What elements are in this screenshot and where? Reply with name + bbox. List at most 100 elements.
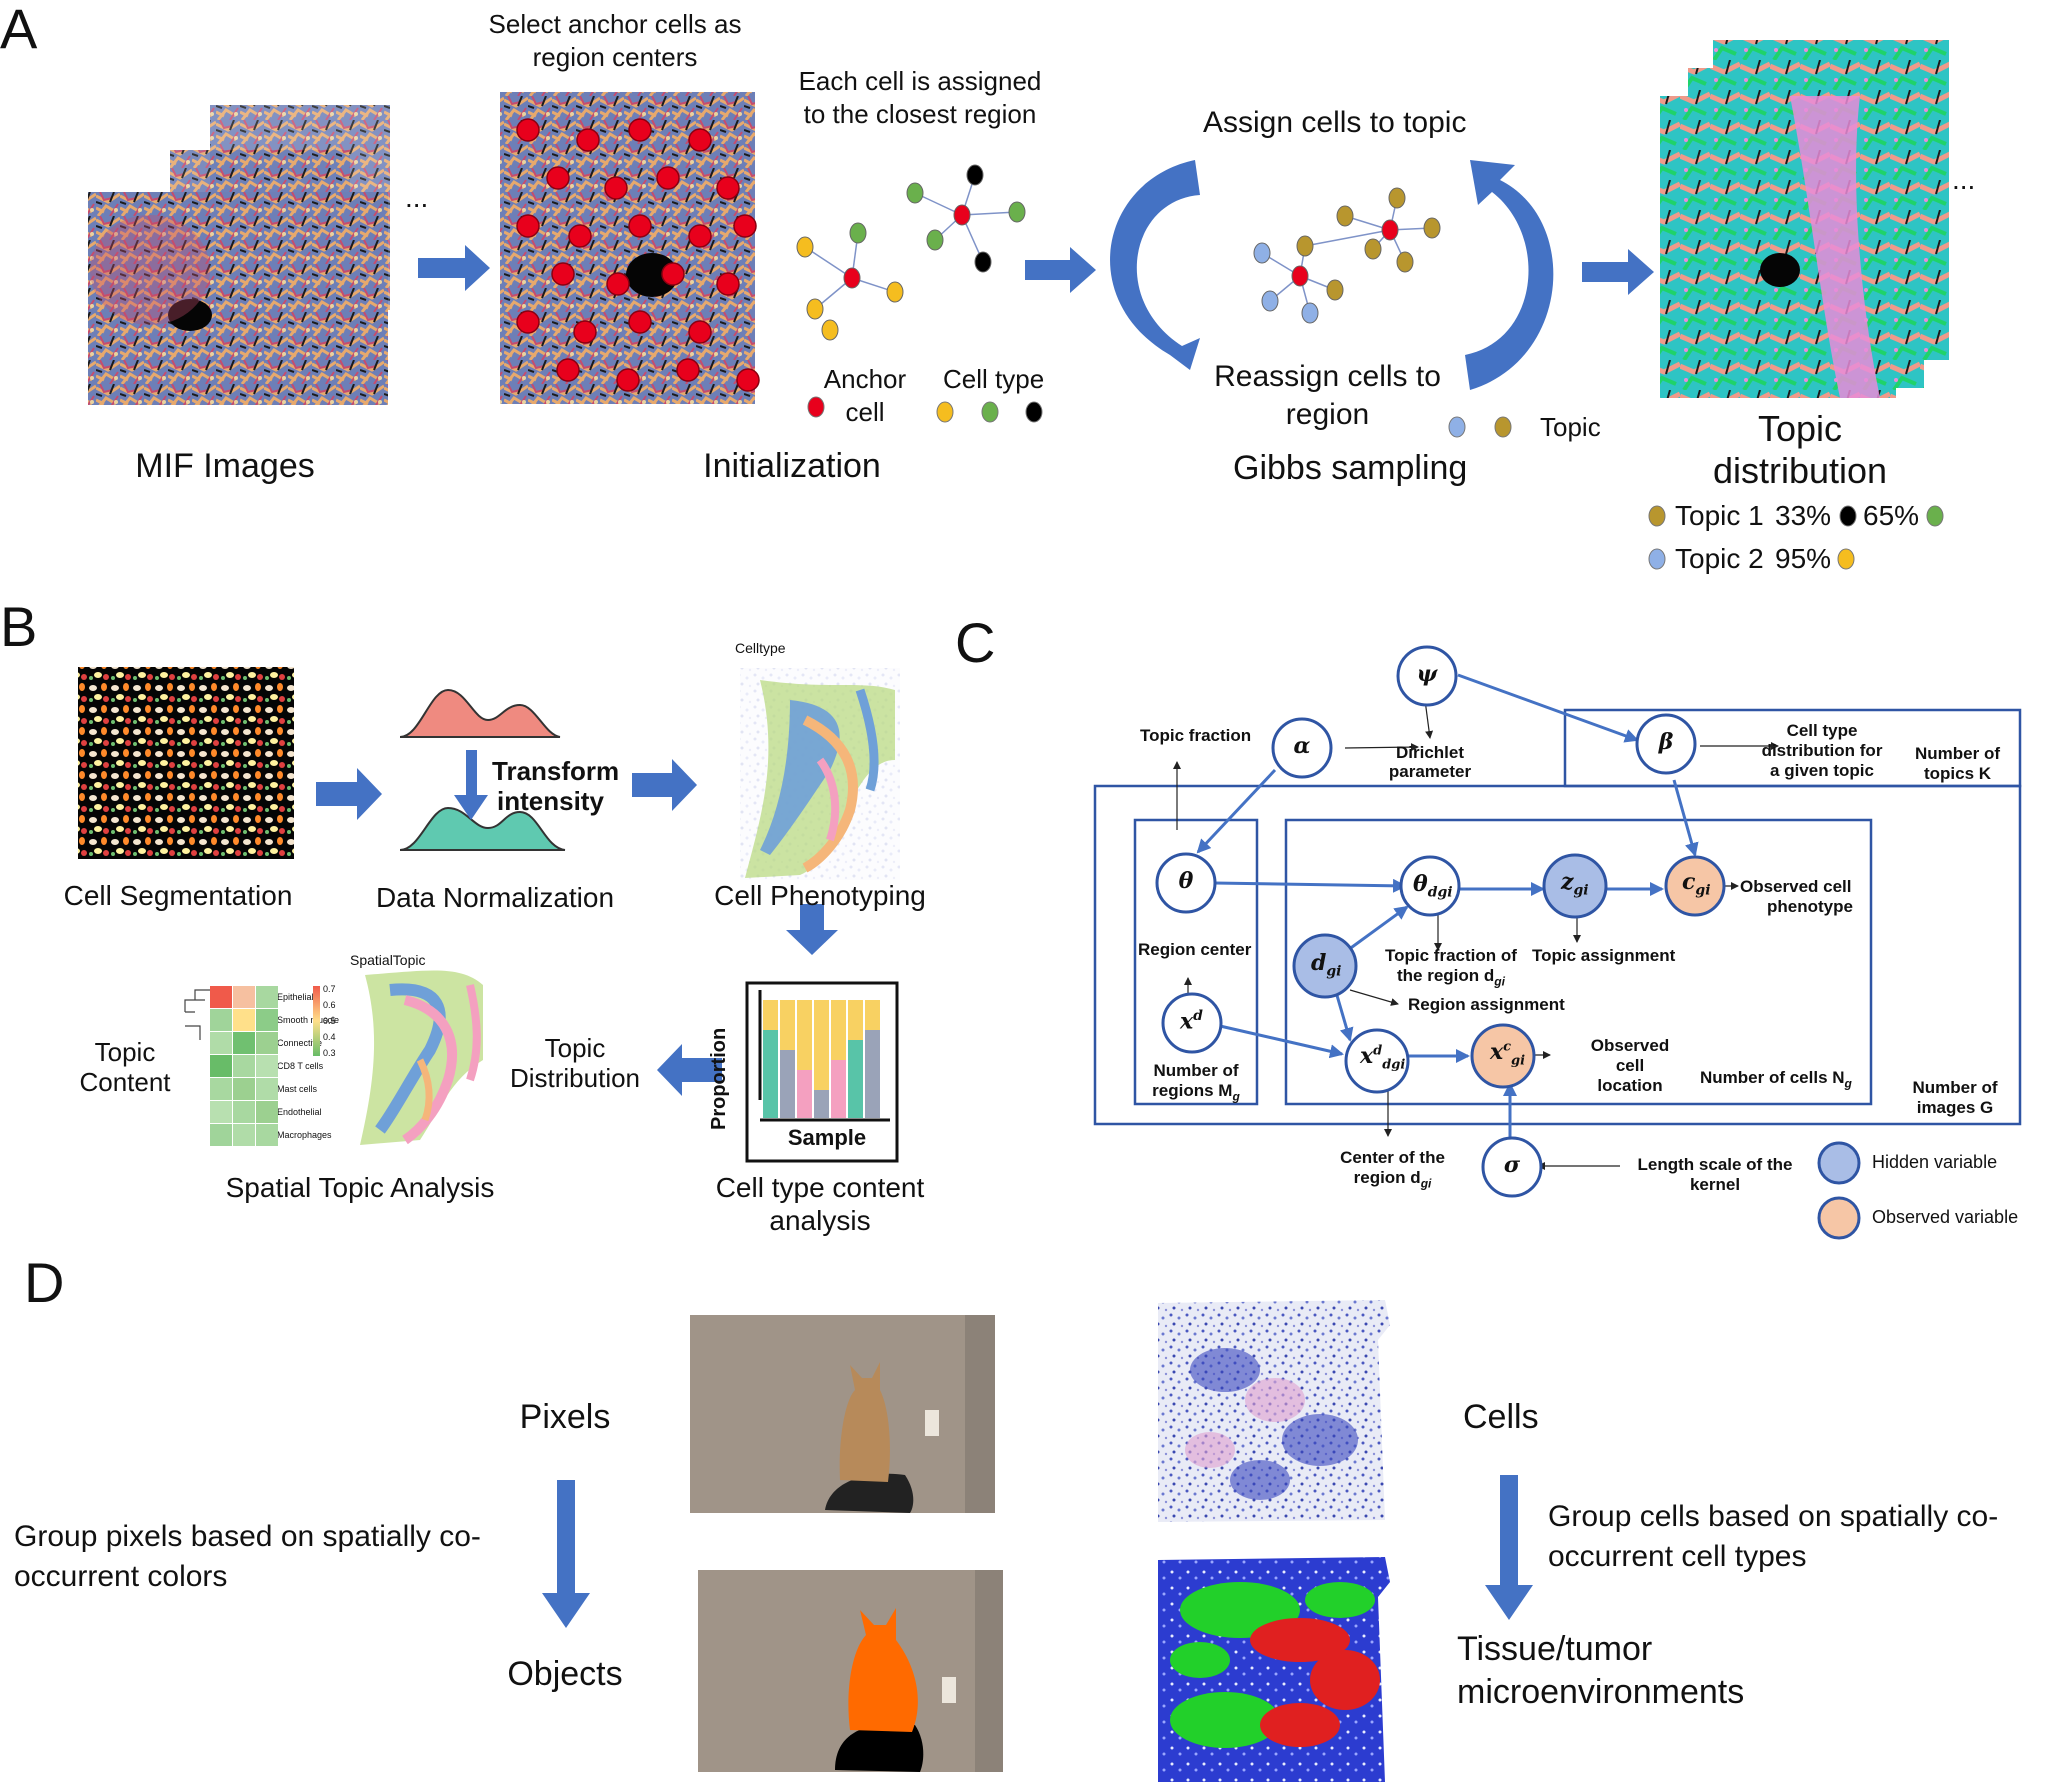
heatmap-cell — [256, 1032, 278, 1054]
heatmap-color-scale — [313, 986, 320, 1056]
anchor-dot — [606, 272, 630, 296]
heatmap-cell — [256, 1055, 278, 1077]
topic1-dot — [1648, 505, 1666, 527]
panel-letter-a: A — [0, 0, 38, 60]
label-topic-distribution-b-2: Distribution — [509, 1063, 641, 1093]
label-ct-dist-3: a given topic — [1770, 761, 1874, 780]
label-dirichlet-2: parameter — [1388, 762, 1472, 781]
heatmap-scale-label: 0.5 — [323, 1016, 336, 1026]
heatmap-scale-label: 0.3 — [323, 1048, 336, 1058]
topic-legend-dot-gold — [1494, 416, 1512, 438]
heatmap-scale-label: 0.4 — [323, 1032, 336, 1042]
graph-node — [966, 164, 984, 186]
anchor-dot — [661, 262, 685, 286]
anchor-dot — [551, 262, 575, 286]
heatmap-cell — [210, 986, 232, 1008]
label-num-cells: Number of cells Ng — [1700, 1068, 1852, 1091]
heatmap-cell — [256, 1101, 278, 1123]
label-initialization: Initialization — [703, 447, 881, 485]
var-beta: β — [1658, 729, 1674, 755]
gibbs-node — [1296, 235, 1314, 257]
graph-node — [1008, 201, 1026, 223]
anchor-dot — [688, 320, 712, 344]
heatmap-cell — [233, 1124, 255, 1146]
heatmap-row-label: Endothelial — [277, 1107, 322, 1117]
gibbs-anchor-node — [1291, 265, 1309, 287]
caption-celltype: Celltype — [735, 640, 786, 656]
proportion-bar-illustration — [745, 981, 899, 1163]
label-cell-type: Cell type — [943, 364, 1045, 394]
mif-image-stack — [88, 105, 390, 405]
label-num-images-1: Number of — [1912, 1078, 1998, 1097]
initialization-image — [500, 92, 760, 404]
anchor-dot — [576, 128, 600, 152]
label-topic-frac-region-1: Topic fraction of — [1385, 946, 1517, 965]
label-ct-dist-1: Cell type — [1786, 721, 1858, 740]
arrow-down-pixels — [542, 1480, 590, 1628]
label-reassign-2: region — [1285, 398, 1370, 431]
topic1-green-dot — [1926, 505, 1944, 527]
node-theta-dgi — [1399, 855, 1461, 917]
graph-node — [974, 251, 992, 273]
var-sigma: σ — [1503, 1152, 1521, 1178]
heatmap-row-label: CD8 T cells — [277, 1061, 324, 1071]
arrow-left-b4 — [657, 1044, 722, 1096]
label-hidden-variable: Hidden variable — [1872, 1152, 1998, 1172]
anchor-dot — [573, 320, 597, 344]
heatmap-cell — [210, 1124, 232, 1146]
anchor-dot — [556, 358, 580, 382]
label-length-scale-1: Length scale of the — [1637, 1155, 1793, 1174]
label-topic-distribution-1: Topic — [1757, 408, 1843, 449]
anchor-dot — [628, 118, 652, 142]
plate-diagram — [1093, 708, 2022, 1126]
label-num-topics-1: Number of — [1915, 744, 2000, 763]
heatmap-cell — [210, 1032, 232, 1054]
var-theta-dgi: θdgi — [1413, 871, 1453, 901]
anchor-dot — [628, 310, 652, 334]
var-z: zgi — [1561, 869, 1589, 899]
arrow-down-b3 — [786, 904, 838, 955]
heatmap-row-label: Macrophages — [277, 1130, 332, 1140]
heatmap-scale-label: 0.7 — [323, 984, 336, 994]
node-xdgi — [1344, 1028, 1410, 1094]
label-cell-segmentation: Cell Segmentation — [63, 880, 293, 911]
label-topic-frac-region-2: the region dgi — [1397, 966, 1505, 989]
gibbs-node — [1396, 251, 1414, 273]
anchor-dot — [604, 176, 628, 200]
topic-distribution-image-stack — [1660, 40, 1949, 398]
anchor-dot — [716, 272, 740, 296]
anchor-dot — [516, 118, 540, 142]
label-select-anchor-2: region centers — [532, 42, 698, 72]
label-topic-fraction: Topic fraction — [1140, 726, 1252, 745]
graph-edge — [961, 211, 1018, 216]
label-objects: Objects — [507, 1655, 623, 1693]
anchor-dot — [716, 176, 740, 200]
label-ct-content-1: Cell type content — [715, 1172, 925, 1203]
heatmap-cell — [233, 1032, 255, 1054]
label-assign-topic: Assign cells to topic — [1203, 106, 1467, 139]
label-topic-content-1: Topic — [94, 1037, 156, 1067]
topic1-black-dot — [1839, 505, 1857, 527]
cell-type-legend-dots — [936, 401, 1043, 423]
gibbs-left-curved-arrow — [1110, 160, 1200, 370]
var-xd: xd — [1180, 1008, 1203, 1035]
var-c: cgi — [1682, 869, 1711, 899]
arrow-right-b1 — [316, 768, 382, 820]
gibbs-right-curved-arrow — [1465, 160, 1554, 390]
node-sigma — [1481, 1136, 1543, 1198]
heatmap-cell — [256, 986, 278, 1008]
graph-node — [849, 222, 867, 244]
label-tissue-1: Tissue/tumor — [1457, 1630, 1653, 1668]
label-topic1-pct-b: 65% — [1863, 500, 1920, 531]
gibbs-node — [1388, 187, 1406, 209]
label-num-topics-2: topics K — [1923, 764, 1992, 783]
label-cells: Cells — [1463, 1398, 1539, 1436]
node-d — [1292, 933, 1358, 999]
var-alpha: α — [1293, 733, 1311, 759]
heatmap-cell — [233, 1009, 255, 1031]
label-topic-distribution-2: distribution — [1712, 450, 1888, 491]
label-observed-phen-1: Observed cell — [1740, 877, 1852, 896]
label-observed-loc-1: Observed — [1590, 1036, 1670, 1055]
plate-annotation-arrows — [1173, 699, 1779, 1170]
